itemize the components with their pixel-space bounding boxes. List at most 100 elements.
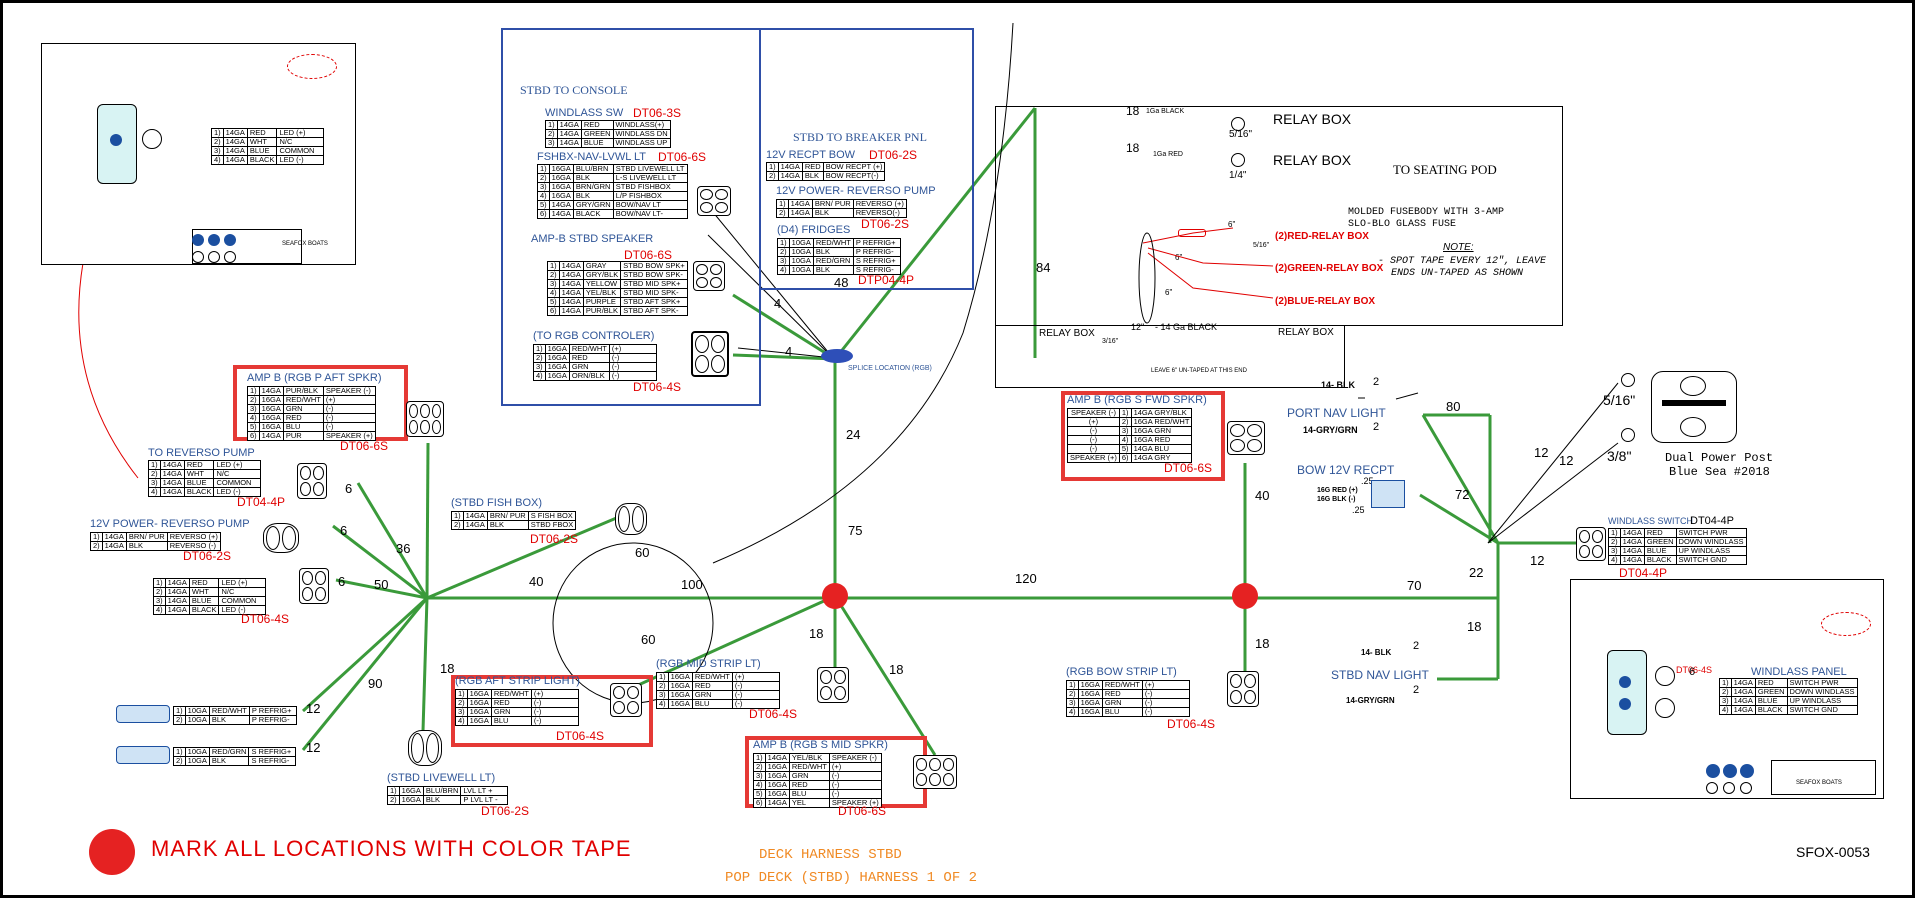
- pinout-cell: 2): [211, 137, 224, 147]
- port-nav-title: PORT NAV LIGHT: [1287, 406, 1386, 420]
- pinout-cell: 16GA: [398, 786, 424, 796]
- pinout-cell: 14GA: [222, 155, 248, 165]
- pinout-cell: 10GA: [184, 756, 210, 766]
- pinout-cell: 4): [777, 265, 790, 275]
- pinout-cell: L/P FISHBOX: [612, 191, 688, 201]
- windlass-switch-connector: [1576, 527, 1606, 561]
- pinout-cell: PUR/BLK: [282, 386, 324, 396]
- wl-6b: 6: [340, 523, 348, 538]
- wl-36: 36: [396, 541, 411, 556]
- pinout-cell: WHT: [183, 469, 215, 479]
- port-nav-2b: 2: [1373, 421, 1380, 433]
- pinout-cell: RED/GRN: [812, 256, 854, 266]
- pinout-cell: 16GA RED/WHT: [1130, 417, 1193, 427]
- pinout-cell: BLU/BRN: [422, 786, 462, 796]
- s-fwd-spkr-table: SPEAKER (-)1)14GA GRY/BLK(+)2)16GA RED/W…: [1067, 408, 1193, 463]
- pinout-cell: (+): [731, 672, 780, 682]
- pinout-cell: BOW/NAV LT: [612, 200, 688, 210]
- pinout-cell: 14GA: [558, 297, 584, 307]
- console-heading: STBD TO CONSOLE: [520, 83, 628, 97]
- pinout-cell: 16GA: [548, 173, 574, 183]
- pinout-cell: (-): [1067, 435, 1120, 445]
- pinout-cell: 3): [533, 362, 546, 372]
- pinout-row: (-)5)14GA BLU: [1067, 444, 1193, 454]
- pinout-cell: 14GA: [548, 209, 574, 219]
- pinout-cell: RED: [282, 413, 324, 423]
- breaker-heading: STBD TO BREAKER PNL: [793, 130, 927, 144]
- pinout-cell: 2): [1719, 687, 1732, 697]
- pinout-cell: 3): [1719, 696, 1732, 706]
- pinout-row: (-)3)16GA GRN: [1067, 426, 1193, 436]
- pinout-cell: N/C: [213, 469, 262, 479]
- pinout-cell: (-): [828, 789, 882, 799]
- pinout-cell: 16GA: [548, 191, 574, 201]
- pinout-cell: LED (-): [276, 155, 325, 165]
- pinout-cell: STBD AFT SPK-: [620, 306, 688, 316]
- pinout-cell: YELLOW: [582, 279, 622, 289]
- pinout-cell: 1): [451, 511, 464, 521]
- fshbx-connector: [697, 186, 731, 216]
- power-post-title1: Dual Power Post: [1665, 451, 1774, 465]
- pinout-cell: 14GA: [1730, 687, 1756, 697]
- pinout-cell: 14GA: [222, 137, 248, 147]
- pinout-cell: (-): [1141, 689, 1190, 699]
- pinout-cell: 2): [173, 715, 186, 725]
- pinout-cell: BLK: [812, 265, 854, 275]
- pinout-cell: 16GA: [764, 762, 790, 772]
- ampb-p-aft-connector: [406, 401, 444, 437]
- pinout-cell: 3): [1118, 426, 1132, 436]
- breaker-group: [759, 28, 974, 290]
- pinout-cell: 16GA: [667, 690, 693, 700]
- pinout-cell: 1): [545, 120, 558, 130]
- pinout-cell: 2): [455, 698, 468, 708]
- pinout-cell: 4): [1608, 555, 1621, 565]
- pinout-cell: 2): [537, 173, 550, 183]
- pinout-cell: 16GA: [1077, 707, 1103, 717]
- left-panel-brand: SEAFOX BOATS: [282, 241, 328, 247]
- pinout-cell: 1): [387, 786, 400, 796]
- fishbox-code: DT06-2S: [530, 532, 579, 546]
- pinout-cell: BLUE: [580, 138, 614, 148]
- fridges-code: DT06-2S: [861, 217, 910, 231]
- wl-12c: 12: [1534, 445, 1549, 460]
- pinout-cell: 16GA: [764, 780, 790, 790]
- pinout-cell: L-S LIVEWELL LT: [612, 173, 688, 183]
- pinout-cell: 2): [776, 208, 789, 218]
- power-post-s2: 3/8": [1607, 448, 1632, 464]
- pinout-cell: WINDLASS UP: [612, 138, 671, 148]
- pinout-cell: (-): [828, 771, 882, 781]
- pinout-cell: 16GA: [1077, 698, 1103, 708]
- pinout-cell: BLU: [691, 699, 733, 709]
- pinout-cell: (+): [608, 344, 657, 354]
- seat-blue-relay: (2)BLUE-RELAY BOX: [1275, 296, 1376, 307]
- pinout-cell: 3): [153, 596, 166, 606]
- pinout-cell: BRN/ PUR: [125, 532, 168, 542]
- pinout-cell: 3): [545, 138, 558, 148]
- pinout-cell: 10GA: [788, 265, 814, 275]
- pinout-cell: 3): [656, 690, 669, 700]
- pinout-cell: RED: [183, 460, 215, 470]
- livewell-code: DT06-2S: [481, 804, 530, 818]
- pinout-cell: S REFRIG-: [852, 265, 901, 275]
- pinout-cell: STBD FBOX: [527, 520, 577, 530]
- pinout-cell: GRY/BLK: [582, 270, 622, 280]
- recpt-title: 12V RECPT BOW: [766, 149, 856, 161]
- pinout-cell: WHT: [246, 137, 278, 147]
- pinout-cell: LED (+): [218, 578, 267, 588]
- pinout-cell: 5): [753, 789, 766, 799]
